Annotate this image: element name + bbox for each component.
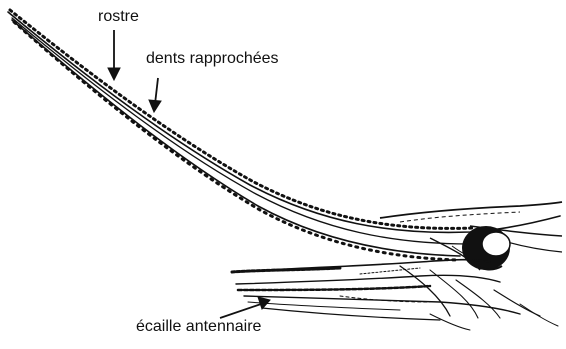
arrowhead-dents: [149, 100, 161, 112]
eye: [462, 226, 510, 270]
antennal-scale: [232, 260, 558, 330]
label-rostre: rostre: [98, 9, 139, 25]
label-ecaille-antennaire: écaille antennaire: [136, 319, 261, 335]
label-dents-rapprochees: dents rapprochées: [146, 51, 279, 67]
arrowhead-rostre: [108, 68, 120, 80]
arrows: [108, 30, 270, 318]
rostrum: [8, 10, 560, 260]
arrow-ecaille: [220, 303, 264, 318]
